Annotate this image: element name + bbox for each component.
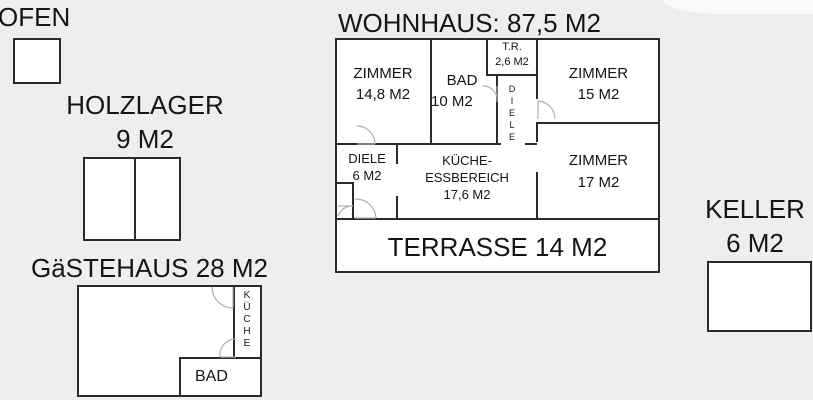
holzlager-box [83, 157, 181, 241]
wall [525, 143, 537, 145]
room-zimmer-3-area: 17 M2 [577, 174, 620, 191]
wall [536, 172, 538, 219]
room-bad-name: BAD [446, 72, 478, 89]
wall [396, 144, 398, 164]
wohnhaus-title: WOHNHAUS: 87,5 M2 [338, 8, 601, 38]
wall [486, 74, 536, 76]
wall [486, 39, 488, 76]
room-kueche-area: 17,6 M2 [443, 187, 491, 202]
room-zimmer-2-name: ZIMMER [568, 65, 629, 82]
room-diele-name: DIELE [348, 151, 386, 166]
room-bad-area: 10 M2 [431, 93, 473, 110]
holzlager-title: HOLZLAGER [66, 90, 224, 120]
wall [352, 182, 354, 218]
wall [496, 74, 498, 144]
wall [430, 39, 432, 144]
wall [336, 218, 659, 220]
keller-title: KELLER [705, 194, 805, 224]
letter: L [509, 120, 515, 130]
letter: I [510, 96, 514, 106]
room-diele-area: 6 M2 [352, 168, 382, 183]
door-swing-icon [219, 338, 237, 358]
letter: K [243, 290, 251, 301]
wall [336, 182, 354, 184]
holzlager-area: 9 M2 [116, 124, 174, 154]
door-swing-icon [482, 85, 498, 103]
gaestehaus-bad-room [179, 357, 262, 397]
wall [396, 196, 398, 219]
wall [336, 143, 501, 145]
keller-area: 6 M2 [726, 228, 784, 258]
letter: E [508, 132, 515, 142]
room-tr-name: T.R. [502, 41, 522, 53]
ofen-label: OFEN [0, 2, 71, 32]
door-swing-icon [337, 205, 354, 217]
terrasse-label: TERRASSE 14 M2 [387, 232, 608, 262]
scan-glare [663, 0, 813, 14]
wall [537, 122, 659, 124]
letter: H [243, 326, 251, 337]
keller-box [707, 261, 812, 332]
letter: C [243, 314, 251, 325]
gaestehaus-title: GäSTEHAUS 28 M2 [31, 253, 268, 283]
letter: E [508, 108, 515, 118]
letter: E [243, 338, 251, 349]
door-swing-icon [354, 198, 377, 219]
room-kueche-name-2: ESSBEREICH [425, 170, 509, 185]
room-zimmer-1-name: ZIMMER [353, 65, 413, 82]
room-diele-hall-label: D I E L E [505, 83, 519, 143]
room-zimmer-3-name: ZIMMER [568, 152, 629, 169]
gaestehaus-box [77, 285, 262, 397]
ofen-box [13, 38, 61, 84]
door-swing-icon [211, 286, 234, 309]
room-zimmer-2-area: 15 M2 [577, 86, 620, 103]
door-swing-icon [537, 100, 556, 120]
wall [536, 39, 538, 99]
letter: Ü [243, 302, 251, 313]
letter: D [508, 84, 516, 94]
room-tr-area: 2,6 M2 [495, 56, 529, 68]
room-kueche-name: KÜCHE- [442, 153, 492, 168]
door-swing-icon [356, 125, 376, 145]
gaestehaus-bad-label: BAD [195, 368, 228, 385]
gaestehaus-kueche-wall [233, 286, 235, 358]
room-zimmer-1-area: 14,8 M2 [355, 86, 411, 103]
holzlager-divider [134, 157, 136, 241]
wall [536, 122, 538, 142]
gaestehaus-kueche-label: K Ü C H E [240, 290, 254, 350]
